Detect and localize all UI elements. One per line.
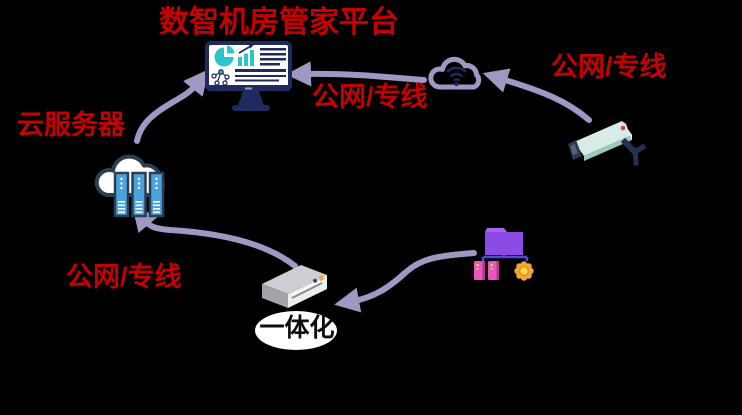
edge-cloudserver-to-monitor: [134, 69, 209, 144]
gear-icon: [514, 261, 534, 281]
folder-database-gear-icon: [474, 228, 534, 281]
edge-label-camera-cloud: 公网/专线: [551, 52, 667, 82]
edge-cloud-to-monitor: [285, 61, 427, 87]
wifi-cloud-icon: [428, 56, 482, 90]
monitor-dashboard-icon: [205, 41, 292, 111]
gateway-box-icon: [262, 265, 327, 308]
cctv-camera-icon: [568, 121, 646, 166]
edge-label-cloud-monitor: 公网/专线: [312, 82, 428, 112]
cloud-servers-icon: [94, 154, 165, 218]
integrated-badge: [255, 311, 337, 350]
edge-datasources-to-box: [334, 250, 477, 313]
edge-label-box-cloudserver: 公网/专线: [66, 262, 182, 292]
integrated-label: 一体化: [259, 314, 335, 342]
edge-camera-to-cloud: [482, 68, 592, 123]
page-title: 数智机房管家平台: [159, 6, 399, 39]
edge-box-to-cloudserver: [132, 205, 298, 269]
cloud-server-label: 云服务器: [17, 110, 125, 140]
